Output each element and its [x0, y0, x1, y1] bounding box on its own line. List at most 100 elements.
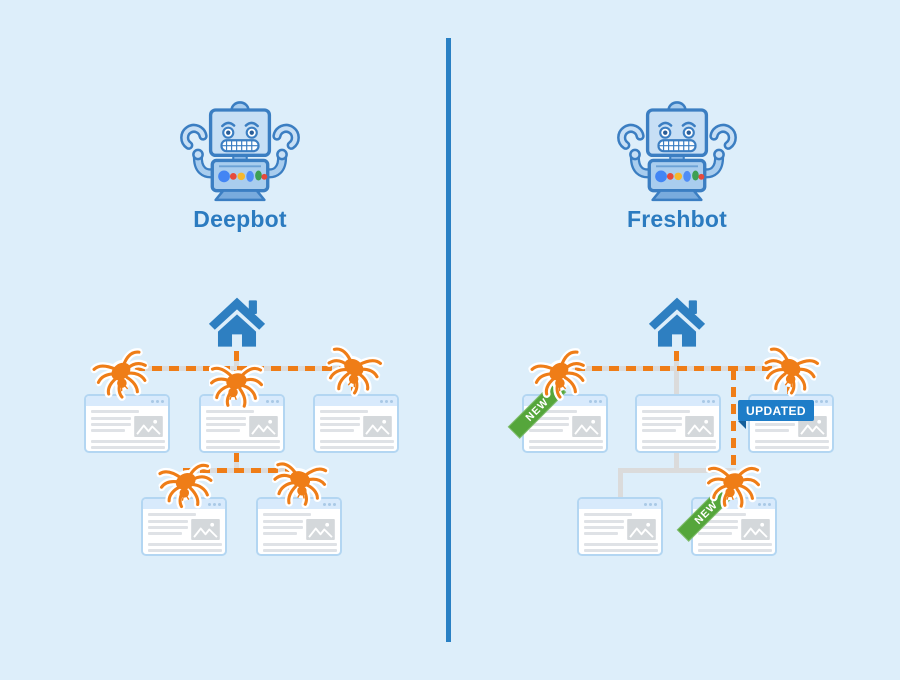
titlebar-dot-icon: [702, 399, 705, 403]
titlebar-dot-icon: [156, 399, 159, 403]
text-line: [91, 446, 165, 449]
text-line: [584, 549, 658, 552]
text-line: [206, 429, 240, 432]
image-placeholder-icon: [134, 416, 163, 437]
crawl-path-segment: [183, 468, 293, 473]
text-line: [263, 513, 311, 516]
freshbot-robot-icon: [614, 96, 740, 208]
page-content: [258, 509, 340, 559]
titlebar-dot-icon: [763, 502, 766, 506]
image-placeholder-icon: [249, 416, 278, 437]
text-line: [320, 440, 394, 443]
titlebar-dot-icon: [820, 399, 823, 403]
text-line: [320, 429, 354, 432]
image-placeholder-icon: [572, 416, 601, 437]
browser-titlebar: [315, 396, 397, 406]
titlebar-dot-icon: [213, 502, 216, 506]
text-line: [206, 423, 246, 426]
page-card-R4: [577, 497, 663, 556]
text-line: [529, 440, 603, 443]
text-line: [263, 526, 303, 529]
browser-titlebar: [637, 396, 719, 406]
text-line: [642, 417, 682, 420]
page-card-R3: UPDATED: [738, 394, 834, 453]
text-line: [529, 423, 569, 426]
text-line: [698, 513, 746, 516]
titlebar-dot-icon: [328, 502, 331, 506]
titlebar-dot-icon: [589, 399, 592, 403]
titlebar-dot-icon: [385, 399, 388, 403]
text-line: [91, 423, 131, 426]
image-placeholder-icon: [363, 416, 392, 437]
titlebar-dot-icon: [712, 399, 715, 403]
titlebar-dot-icon: [390, 399, 393, 403]
text-line: [263, 549, 337, 552]
page-card-L5: [256, 497, 342, 556]
crawl-path-segment: [234, 351, 239, 367]
text-line: [91, 440, 165, 443]
home-page-icon: [208, 297, 266, 347]
text-line: [529, 417, 569, 420]
text-line: [755, 429, 789, 432]
titlebar-dot-icon: [815, 399, 818, 403]
crawl-path-segment: [558, 366, 792, 371]
titlebar-dot-icon: [825, 399, 828, 403]
text-line: [755, 423, 795, 426]
titlebar-dot-icon: [649, 502, 652, 506]
browser-titlebar: [258, 499, 340, 509]
text-line: [263, 543, 337, 546]
text-line: [148, 549, 222, 552]
freshbot-label: Freshbot: [627, 206, 727, 232]
site-link-segment: [618, 468, 736, 473]
titlebar-dot-icon: [333, 502, 336, 506]
text-line: [91, 410, 139, 413]
text-line: [642, 440, 716, 443]
site-link-segment: [674, 370, 679, 396]
text-line: [148, 543, 222, 546]
text-line: [642, 446, 716, 449]
titlebar-dot-icon: [271, 399, 274, 403]
text-line: [263, 532, 297, 535]
page-content: [693, 509, 775, 559]
titlebar-dot-icon: [218, 502, 221, 506]
page-card-L1: [84, 394, 170, 453]
text-line: [206, 446, 280, 449]
crawl-path-segment: [234, 452, 239, 469]
titlebar-dot-icon: [151, 399, 154, 403]
site-link-segment: [618, 472, 623, 498]
text-line: [206, 417, 246, 420]
image-placeholder-icon: [741, 519, 770, 540]
text-line: [91, 417, 131, 420]
text-line: [698, 543, 772, 546]
text-line: [584, 532, 618, 535]
crawl-path-segment: [118, 366, 356, 371]
crawler-spider-icon: [155, 454, 219, 518]
text-line: [755, 440, 829, 443]
text-line: [91, 429, 125, 432]
crawler-spider-icon: [706, 458, 761, 513]
text-line: [148, 532, 182, 535]
text-line: [148, 513, 196, 516]
text-line: [206, 440, 280, 443]
titlebar-dot-icon: [707, 399, 710, 403]
text-line: [529, 446, 603, 449]
page-content: [86, 406, 168, 456]
page-content: [315, 406, 397, 456]
titlebar-dot-icon: [594, 399, 597, 403]
titlebar-dot-icon: [758, 502, 761, 506]
page-card-R1: NEW: [507, 380, 608, 453]
titlebar-dot-icon: [161, 399, 164, 403]
text-line: [698, 520, 738, 523]
text-line: [320, 417, 360, 420]
titlebar-dot-icon: [323, 502, 326, 506]
image-placeholder-icon: [627, 519, 656, 540]
titlebar-dot-icon: [599, 399, 602, 403]
panel-divider: [446, 38, 451, 642]
crawler-spider-icon: [268, 452, 330, 514]
titlebar-dot-icon: [644, 502, 647, 506]
text-line: [755, 446, 829, 449]
titlebar-dot-icon: [768, 502, 771, 506]
crawler-spider-icon: [209, 358, 264, 413]
image-placeholder-icon: [685, 416, 714, 437]
image-placeholder-icon: [798, 416, 827, 437]
